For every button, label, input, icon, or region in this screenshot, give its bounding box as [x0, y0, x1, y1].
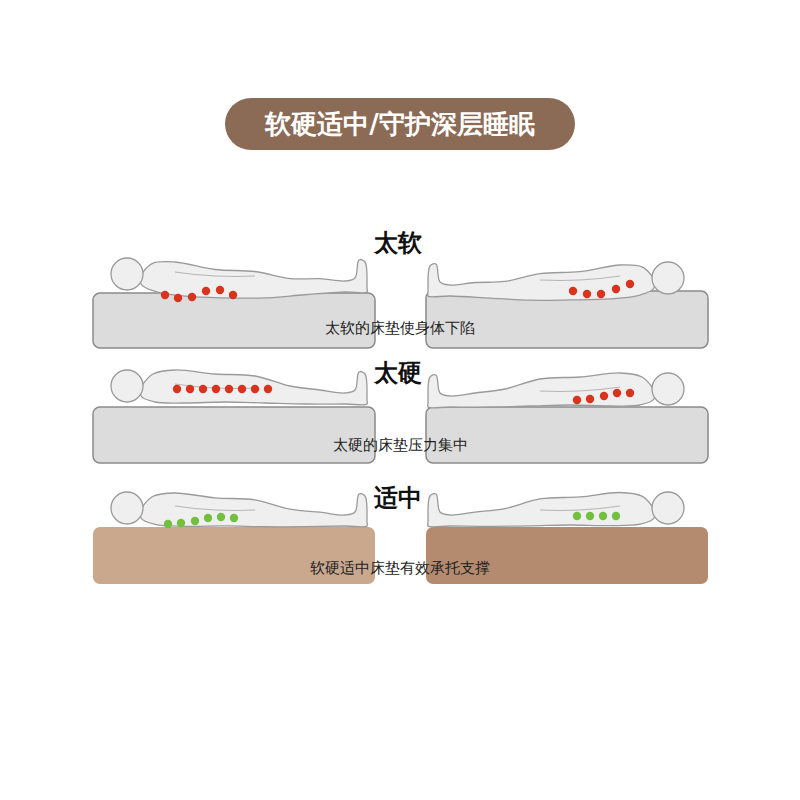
pressure-dot — [161, 291, 169, 299]
pressure-dot — [164, 520, 172, 528]
pressure-dot — [612, 285, 620, 293]
pressure-dot — [600, 392, 608, 400]
title-pill: 软硬适中/守护深层睡眠 — [225, 98, 575, 150]
arm-line — [540, 276, 620, 281]
head — [111, 258, 143, 290]
arm-line — [540, 506, 620, 511]
pressure-dot — [202, 287, 210, 295]
pressure-dot — [186, 385, 194, 393]
human-figure — [111, 370, 367, 405]
pressure-dot — [229, 291, 237, 299]
body-outline — [428, 264, 655, 301]
section-heading: 太硬 — [374, 357, 422, 389]
pressure-dot — [626, 280, 634, 288]
pressure-dot — [212, 385, 220, 393]
pressure-dot — [586, 512, 594, 520]
caption: 太硬的床垫压力集中 — [333, 436, 468, 455]
arm-line — [540, 387, 620, 392]
pressure-dot — [599, 512, 607, 520]
head — [652, 373, 684, 405]
arm-line — [175, 506, 255, 511]
human-figure — [428, 492, 684, 527]
pressure-dot — [174, 294, 182, 302]
pressure-dot — [613, 389, 621, 397]
caption: 软硬适中床垫有效承托支撑 — [310, 559, 490, 578]
body-outline — [141, 260, 368, 299]
section-heading: 太软 — [374, 227, 422, 259]
pressure-dot — [569, 287, 577, 295]
pressure-dot — [573, 396, 581, 404]
pressure-dot — [199, 385, 207, 393]
head — [652, 492, 684, 524]
pressure-dot — [612, 512, 620, 520]
body-outline — [428, 492, 655, 526]
pressure-dot — [188, 293, 196, 301]
pressure-dot — [573, 512, 581, 520]
pressure-dot — [225, 385, 233, 393]
pressure-dot — [204, 514, 212, 522]
caption: 太软的床垫使身体下陷 — [325, 319, 475, 338]
pressure-dot — [191, 517, 199, 525]
body-outline — [141, 493, 368, 527]
arm-line — [175, 272, 255, 277]
body-outline — [428, 373, 655, 408]
pressure-dot — [583, 290, 591, 298]
head — [111, 370, 143, 402]
pressure-dot — [626, 389, 634, 397]
section-heading: 适中 — [374, 482, 422, 514]
pressure-dot — [173, 385, 181, 393]
human-figure — [111, 258, 367, 298]
human-figure — [111, 492, 367, 527]
head — [652, 262, 684, 294]
pressure-dot — [230, 514, 238, 522]
pressure-dot — [216, 286, 224, 294]
head — [111, 492, 143, 524]
mattress — [426, 407, 708, 463]
pressure-dot — [251, 385, 259, 393]
human-figure — [428, 373, 684, 408]
mattress — [93, 407, 375, 463]
pressure-dot — [238, 385, 246, 393]
human-figure — [428, 262, 684, 300]
pressure-dot — [217, 513, 225, 521]
pressure-dot — [177, 519, 185, 527]
pressure-dot — [597, 290, 605, 298]
title: 软硬适中/守护深层睡眠 — [265, 107, 535, 142]
pressure-dot — [586, 395, 594, 403]
pressure-dot — [264, 385, 272, 393]
body-outline — [141, 370, 368, 405]
